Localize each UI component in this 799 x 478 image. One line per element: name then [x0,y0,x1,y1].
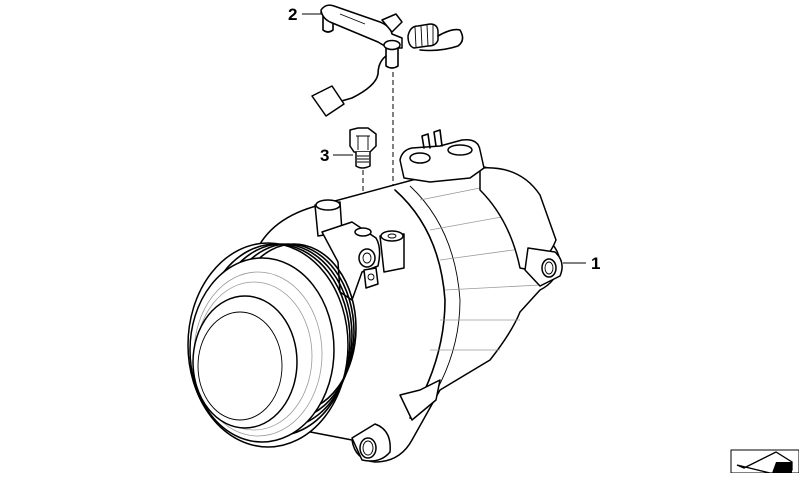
callout-number-2: 2 [288,5,298,24]
callout-number-1: 1 [591,254,601,273]
callout-number-3: 3 [320,146,330,165]
pulley [187,242,357,448]
screw [349,127,377,169]
sensor-assembly [311,4,464,117]
next-page-arrow-icon[interactable] [730,449,799,474]
